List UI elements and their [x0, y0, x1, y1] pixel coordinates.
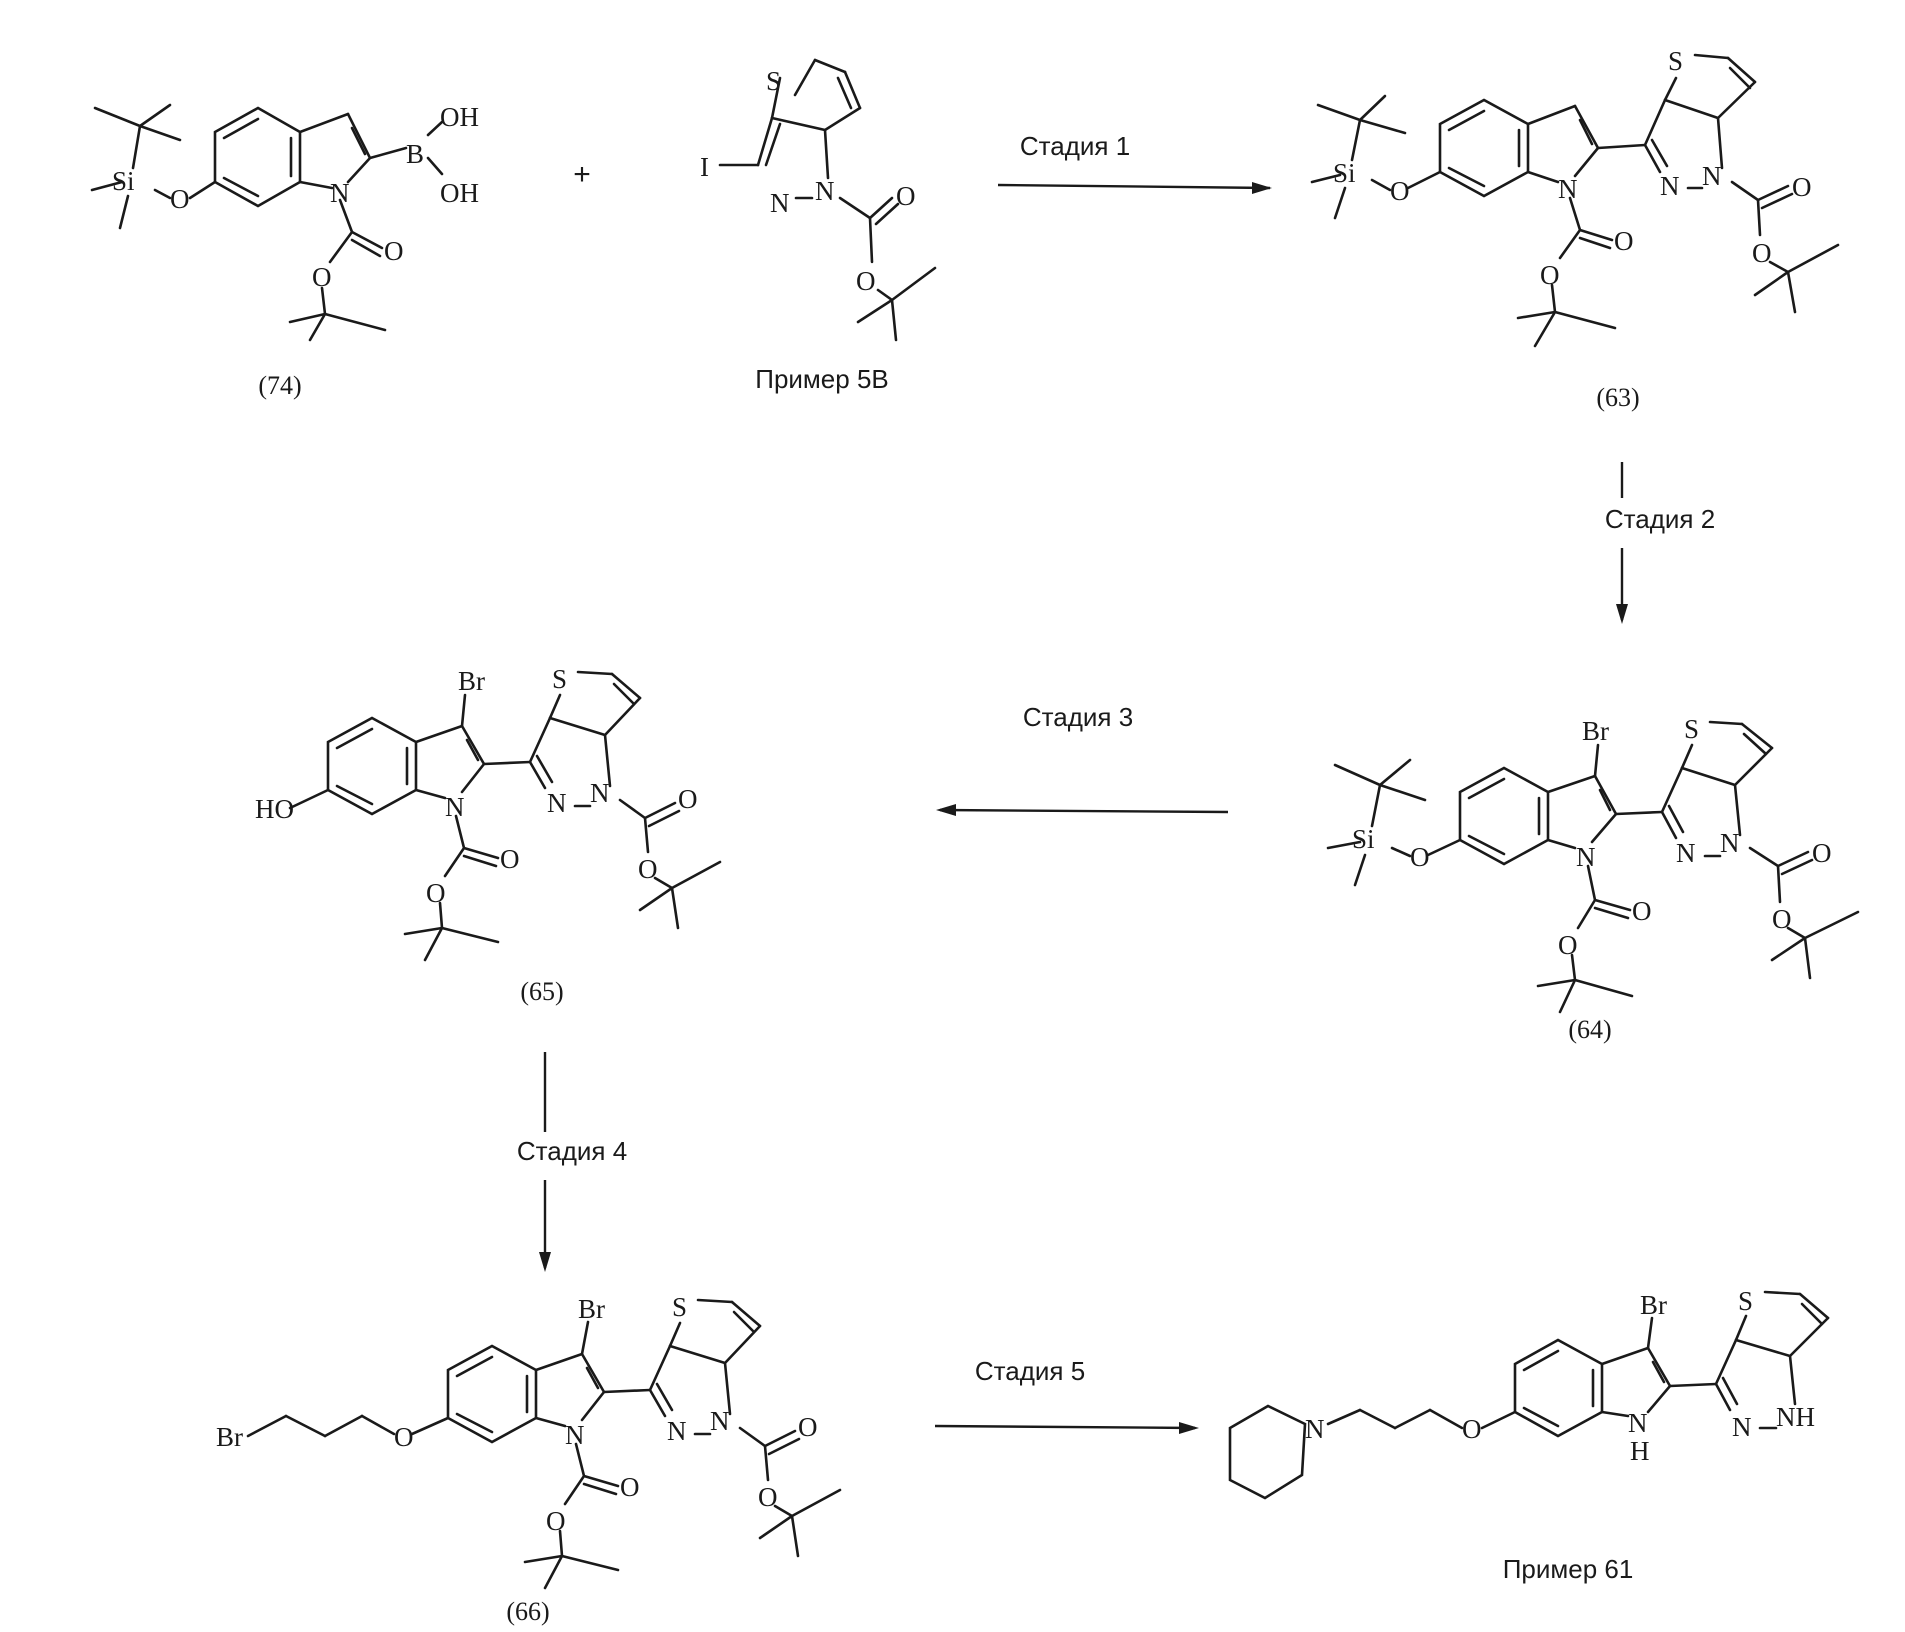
atom-o: O	[546, 1506, 566, 1536]
atom-n: N	[1576, 842, 1596, 872]
step-4-label: Стадия 4	[517, 1136, 627, 1166]
atom-s: S	[552, 664, 567, 694]
atom-s: S	[766, 66, 781, 96]
atom-oh: OH	[440, 178, 479, 208]
step-5-arrow	[935, 1426, 1195, 1428]
atom-i: I	[700, 152, 709, 182]
arrowhead	[1179, 1422, 1199, 1434]
atom-nh: N	[1628, 1408, 1648, 1438]
compound-74-structure: Si O N B OH OH O O	[92, 102, 479, 340]
atom-br: Br	[458, 666, 485, 696]
atom-o: O	[1792, 172, 1812, 202]
atom-o: O	[1558, 930, 1578, 960]
atom-n: N	[1305, 1414, 1325, 1444]
atom-n: N	[445, 792, 465, 822]
atom-br: Br	[578, 1294, 605, 1324]
atom-o: O	[170, 184, 190, 214]
compound-66-structure: Br O N N N Br S O O O O	[216, 1292, 840, 1588]
atom-o: O	[1812, 838, 1832, 868]
atom-o: O	[1614, 226, 1634, 256]
atom-n: N	[815, 176, 835, 206]
atom-nh: NH	[1776, 1402, 1815, 1432]
atom-br: Br	[1640, 1290, 1667, 1320]
atom-o: O	[1752, 238, 1772, 268]
atom-o: O	[384, 236, 404, 266]
atom-ho: HO	[255, 794, 294, 824]
compound-ex61-structure: N O N H N NH Br S	[1230, 1286, 1828, 1498]
atom-s: S	[1668, 46, 1683, 76]
atom-s: S	[1684, 714, 1699, 744]
atom-o: O	[896, 181, 916, 211]
compound-65-label: (65)	[520, 977, 563, 1006]
atom-s: S	[672, 1292, 687, 1322]
atom-o: O	[1390, 176, 1410, 206]
arrowhead	[1252, 182, 1272, 194]
compound-64-structure: Si O N N N Br S O O O O	[1328, 714, 1858, 1012]
compound-ex5b-label: Пример 5В	[755, 364, 889, 394]
atom-br: Br	[1582, 716, 1609, 746]
atom-n: N	[1558, 174, 1578, 204]
compound-63-label: (63)	[1596, 383, 1639, 412]
atom-n: N	[1702, 161, 1722, 191]
atom-n: N	[330, 178, 350, 208]
atom-n: N	[1660, 171, 1680, 201]
atom-o: O	[1462, 1414, 1482, 1444]
atom-o: O	[758, 1482, 778, 1512]
atom-h: H	[1630, 1436, 1650, 1466]
atom-n: N	[1676, 838, 1696, 868]
atom-o: O	[1410, 842, 1430, 872]
compound-ex5b-structure: S I N N O O	[700, 60, 935, 340]
atom-o: O	[1632, 896, 1652, 926]
step-3-arrow	[940, 810, 1228, 812]
atom-n: N	[770, 188, 790, 218]
compound-ex61-label: Пример 61	[1503, 1554, 1634, 1584]
atom-si: Si	[1333, 158, 1356, 188]
atom-n: N	[1720, 828, 1740, 858]
atom-s: S	[1738, 1286, 1753, 1316]
atom-o: O	[638, 854, 658, 884]
step-3-label: Стадия 3	[1023, 702, 1133, 732]
step-1-label: Стадия 1	[1020, 131, 1130, 161]
step-5-label: Стадия 5	[975, 1356, 1085, 1386]
compound-65-structure: HO N N N Br S O O O O	[255, 664, 720, 960]
atom-o: O	[620, 1472, 640, 1502]
atom-o: O	[856, 266, 876, 296]
atom-n: N	[590, 778, 610, 808]
arrowhead	[539, 1252, 551, 1272]
atom-o: O	[500, 844, 520, 874]
atom-b: B	[406, 139, 424, 169]
step-2-label: Стадия 2	[1605, 504, 1715, 534]
atom-o: O	[678, 784, 698, 814]
atom-o: O	[1772, 904, 1792, 934]
compound-66-label: (66)	[506, 1597, 549, 1626]
atom-oh: OH	[440, 102, 479, 132]
atom-n: N	[565, 1420, 585, 1450]
atom-n: N	[547, 788, 567, 818]
compound-74-label: (74)	[258, 371, 301, 400]
step-1-arrow	[998, 185, 1270, 188]
atom-n: N	[1732, 1412, 1752, 1442]
atom-o: O	[312, 262, 332, 292]
arrowhead	[936, 804, 956, 816]
atom-si: Si	[112, 166, 135, 196]
atom-o: O	[426, 878, 446, 908]
atom-n: N	[667, 1416, 687, 1446]
atom-n: N	[710, 1406, 730, 1436]
arrowhead	[1616, 604, 1628, 624]
atom-o: O	[394, 1422, 414, 1452]
atom-br: Br	[216, 1422, 243, 1452]
atom-o: O	[1540, 260, 1560, 290]
atom-o: O	[798, 1412, 818, 1442]
atom-si: Si	[1352, 824, 1375, 854]
compound-64-label: (64)	[1568, 1015, 1611, 1044]
compound-63-structure: Si O N N N S O O O O	[1312, 46, 1838, 346]
plus-sign: +	[573, 158, 591, 191]
